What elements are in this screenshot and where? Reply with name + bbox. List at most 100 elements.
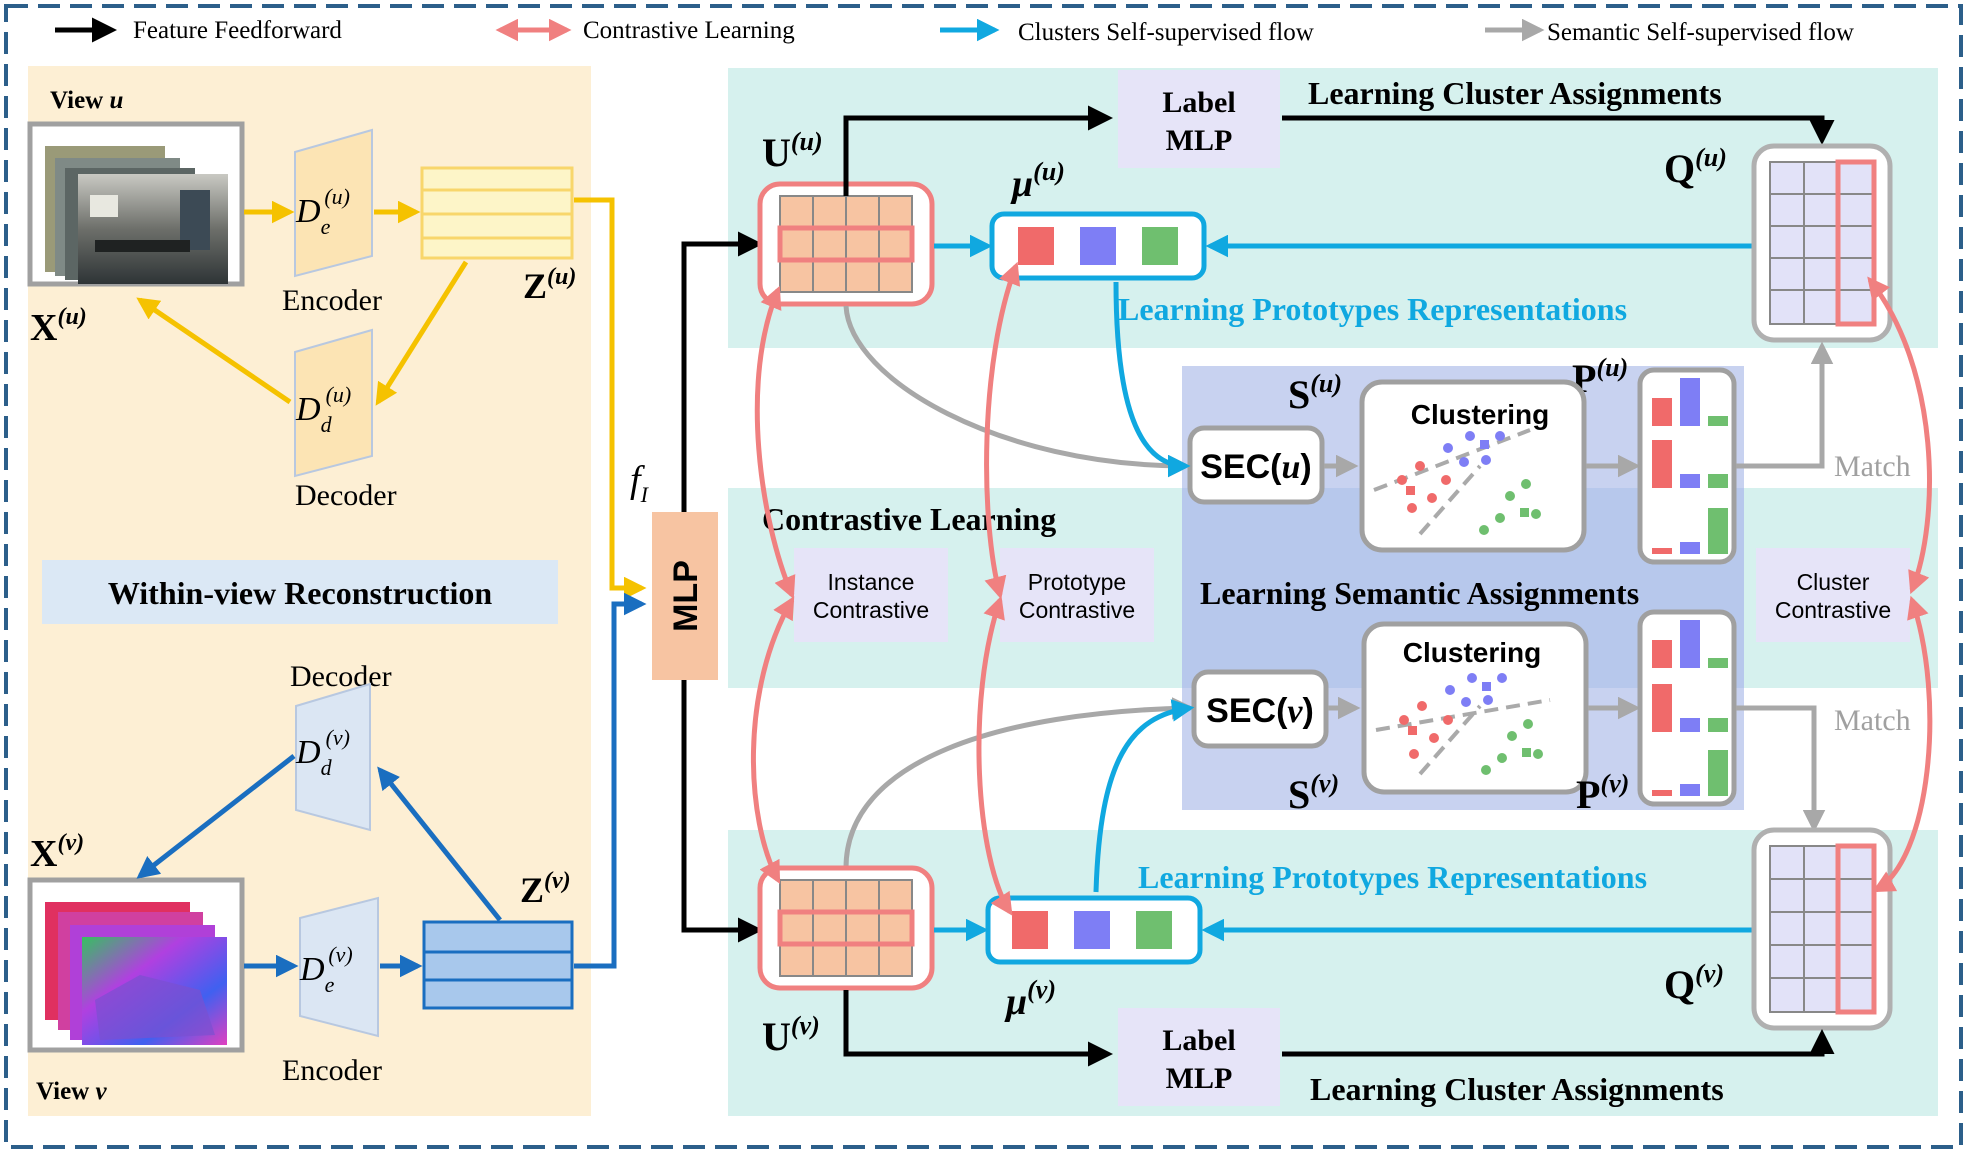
mlp-label: MLP [667, 560, 705, 632]
arrow-mlp-to-u-v [681, 680, 763, 943]
mu-u-box [989, 211, 1207, 281]
curve-mu-v-to-sec-v [1093, 699, 1195, 893]
arrow-z-v-to-mlp [574, 592, 647, 969]
s-v-label: S(v) [1288, 769, 1339, 817]
legend-feedforward: Feature Feedforward [133, 17, 342, 44]
curve-mu-u-to-sec-u [1113, 281, 1191, 478]
x-u-label: X(u) [30, 304, 87, 349]
legend: Feature Feedforward Contrastive Learning… [55, 17, 1854, 46]
encoder-v-symbol: De(v) [299, 942, 353, 997]
legend-semantic-flow: Semantic Self-supervised flow [1547, 19, 1854, 46]
decoder-u-shape [294, 328, 373, 478]
p-u-bars [1637, 367, 1737, 565]
z-u-label: Z(u) [523, 264, 576, 306]
instance-contrastive-box [794, 548, 948, 642]
clustering-v-box [1361, 621, 1589, 795]
prototype-square-blue-v [1074, 911, 1110, 949]
instance-contrastive-top [754, 285, 796, 600]
learn-proto-top: Learning Prototypes Representations [1118, 291, 1627, 327]
arrow-p-u-to-q-u [1736, 341, 1834, 469]
mu-v-box [985, 895, 1203, 965]
z-v-block [422, 920, 574, 1010]
view-v-label: View v [36, 1078, 107, 1105]
outer-frame [4, 4, 1963, 1149]
arrow-u-u-to-label-mlp [843, 105, 1113, 196]
encoder-u-symbol: De(u) [295, 184, 350, 239]
clustering-u-label: Clustering [1411, 399, 1549, 430]
u-v-label: U(v) [762, 1011, 820, 1059]
match-bottom-label: Match [1834, 704, 1911, 737]
arrow-mlp-to-u-u [681, 231, 763, 512]
instance-label-1: Instance [828, 569, 915, 595]
cluster-contrastive-bottom [1872, 595, 1933, 893]
instance-contrastive-bottom [751, 596, 795, 884]
prototype-square-green-v [1136, 911, 1172, 949]
decoder-v-shape [295, 682, 371, 832]
u-u-label: U(u) [762, 127, 823, 175]
learn-cluster-bottom: Learning Cluster Assignments [1310, 1071, 1724, 1107]
legend-clusters-flow: Clusters Self-supervised flow [1018, 19, 1314, 46]
cluster-label-1: Cluster [1797, 569, 1870, 595]
arrow-z-to-dec-u [375, 260, 469, 406]
prototype-contrastive-top [984, 261, 1021, 600]
arrow-label-mlp-to-q-u [1282, 115, 1835, 145]
arrow-dec-to-x-u [136, 297, 292, 405]
u-v-matrix [757, 865, 935, 991]
prototype-label-1: Prototype [1028, 569, 1126, 595]
within-view-box [42, 560, 558, 624]
learn-cluster-top: Learning Cluster Assignments [1308, 75, 1722, 111]
cluster-contrastive-top [1867, 276, 1932, 595]
x-v-label: X(v) [30, 830, 84, 875]
encoder-v-label: Encoder [282, 1054, 382, 1087]
z-u-block [420, 166, 574, 260]
encoder-u-label: Encoder [282, 284, 382, 317]
within-view-label: Within-view Reconstruction [108, 575, 492, 611]
s-u-label: S(u) [1288, 369, 1342, 417]
z-v-label: Z(v) [520, 868, 571, 910]
learning-semantic-label: Learning Semantic Assignments [1200, 575, 1639, 611]
arrow-z-to-dec-v [377, 766, 502, 922]
arrow-z-u-to-mlp [574, 197, 647, 600]
legend-contrastive: Contrastive Learning [583, 17, 795, 44]
f-label: fI [630, 459, 650, 507]
mu-v-label: μ(v) [1004, 975, 1056, 1023]
u-u-matrix [757, 181, 935, 307]
label-mlp-bottom-1: Label [1162, 1024, 1235, 1057]
q-u-matrix [1751, 143, 1893, 343]
cluster-contrastive-box [1756, 548, 1910, 642]
encoder-u-shape [294, 128, 373, 278]
view-u-label: View u [50, 87, 123, 114]
label-mlp-bottom [1118, 1008, 1280, 1106]
p-v-bars [1637, 609, 1737, 807]
q-v-label: Q(v) [1664, 959, 1724, 1007]
prototype-label-2: Contrastive [1019, 597, 1135, 623]
prototype-contrastive-bottom [976, 595, 1013, 916]
sec-v-label: SEC(v) [1206, 692, 1314, 730]
label-mlp-top [1118, 70, 1280, 168]
decoder-u-symbol: Dd(u) [295, 382, 351, 437]
contrastive-learning-label: Contrastive Learning [762, 501, 1056, 537]
prototype-square-green [1142, 227, 1178, 265]
curve-u-v-to-sec-v [843, 697, 1195, 869]
clustering-v-label: Clustering [1403, 637, 1541, 668]
mu-u-label: μ(u) [1010, 157, 1065, 205]
decoder-u-label: Decoder [295, 479, 397, 512]
arrow-p-v-to-q-v [1736, 705, 1826, 833]
q-v-matrix [1751, 827, 1893, 1031]
prototype-contrastive-box [1000, 548, 1154, 642]
rgb-image-stack [45, 146, 228, 284]
sec-u-label: SEC(u) [1200, 448, 1311, 486]
label-mlp-top-2: MLP [1166, 124, 1233, 157]
match-top-label: Match [1834, 450, 1911, 483]
curve-u-u-to-sec-u [843, 305, 1191, 478]
arrow-u-v-to-label-mlp [843, 990, 1113, 1067]
clustering-u-box [1359, 379, 1587, 553]
encoder-v-shape [299, 896, 379, 1038]
prototype-square-blue [1080, 227, 1116, 265]
label-mlp-top-1: Label [1162, 86, 1235, 119]
arrow-label-mlp-to-q-v [1282, 1029, 1835, 1057]
prototype-square-red [1018, 227, 1054, 265]
depth-image-stack [45, 902, 227, 1045]
